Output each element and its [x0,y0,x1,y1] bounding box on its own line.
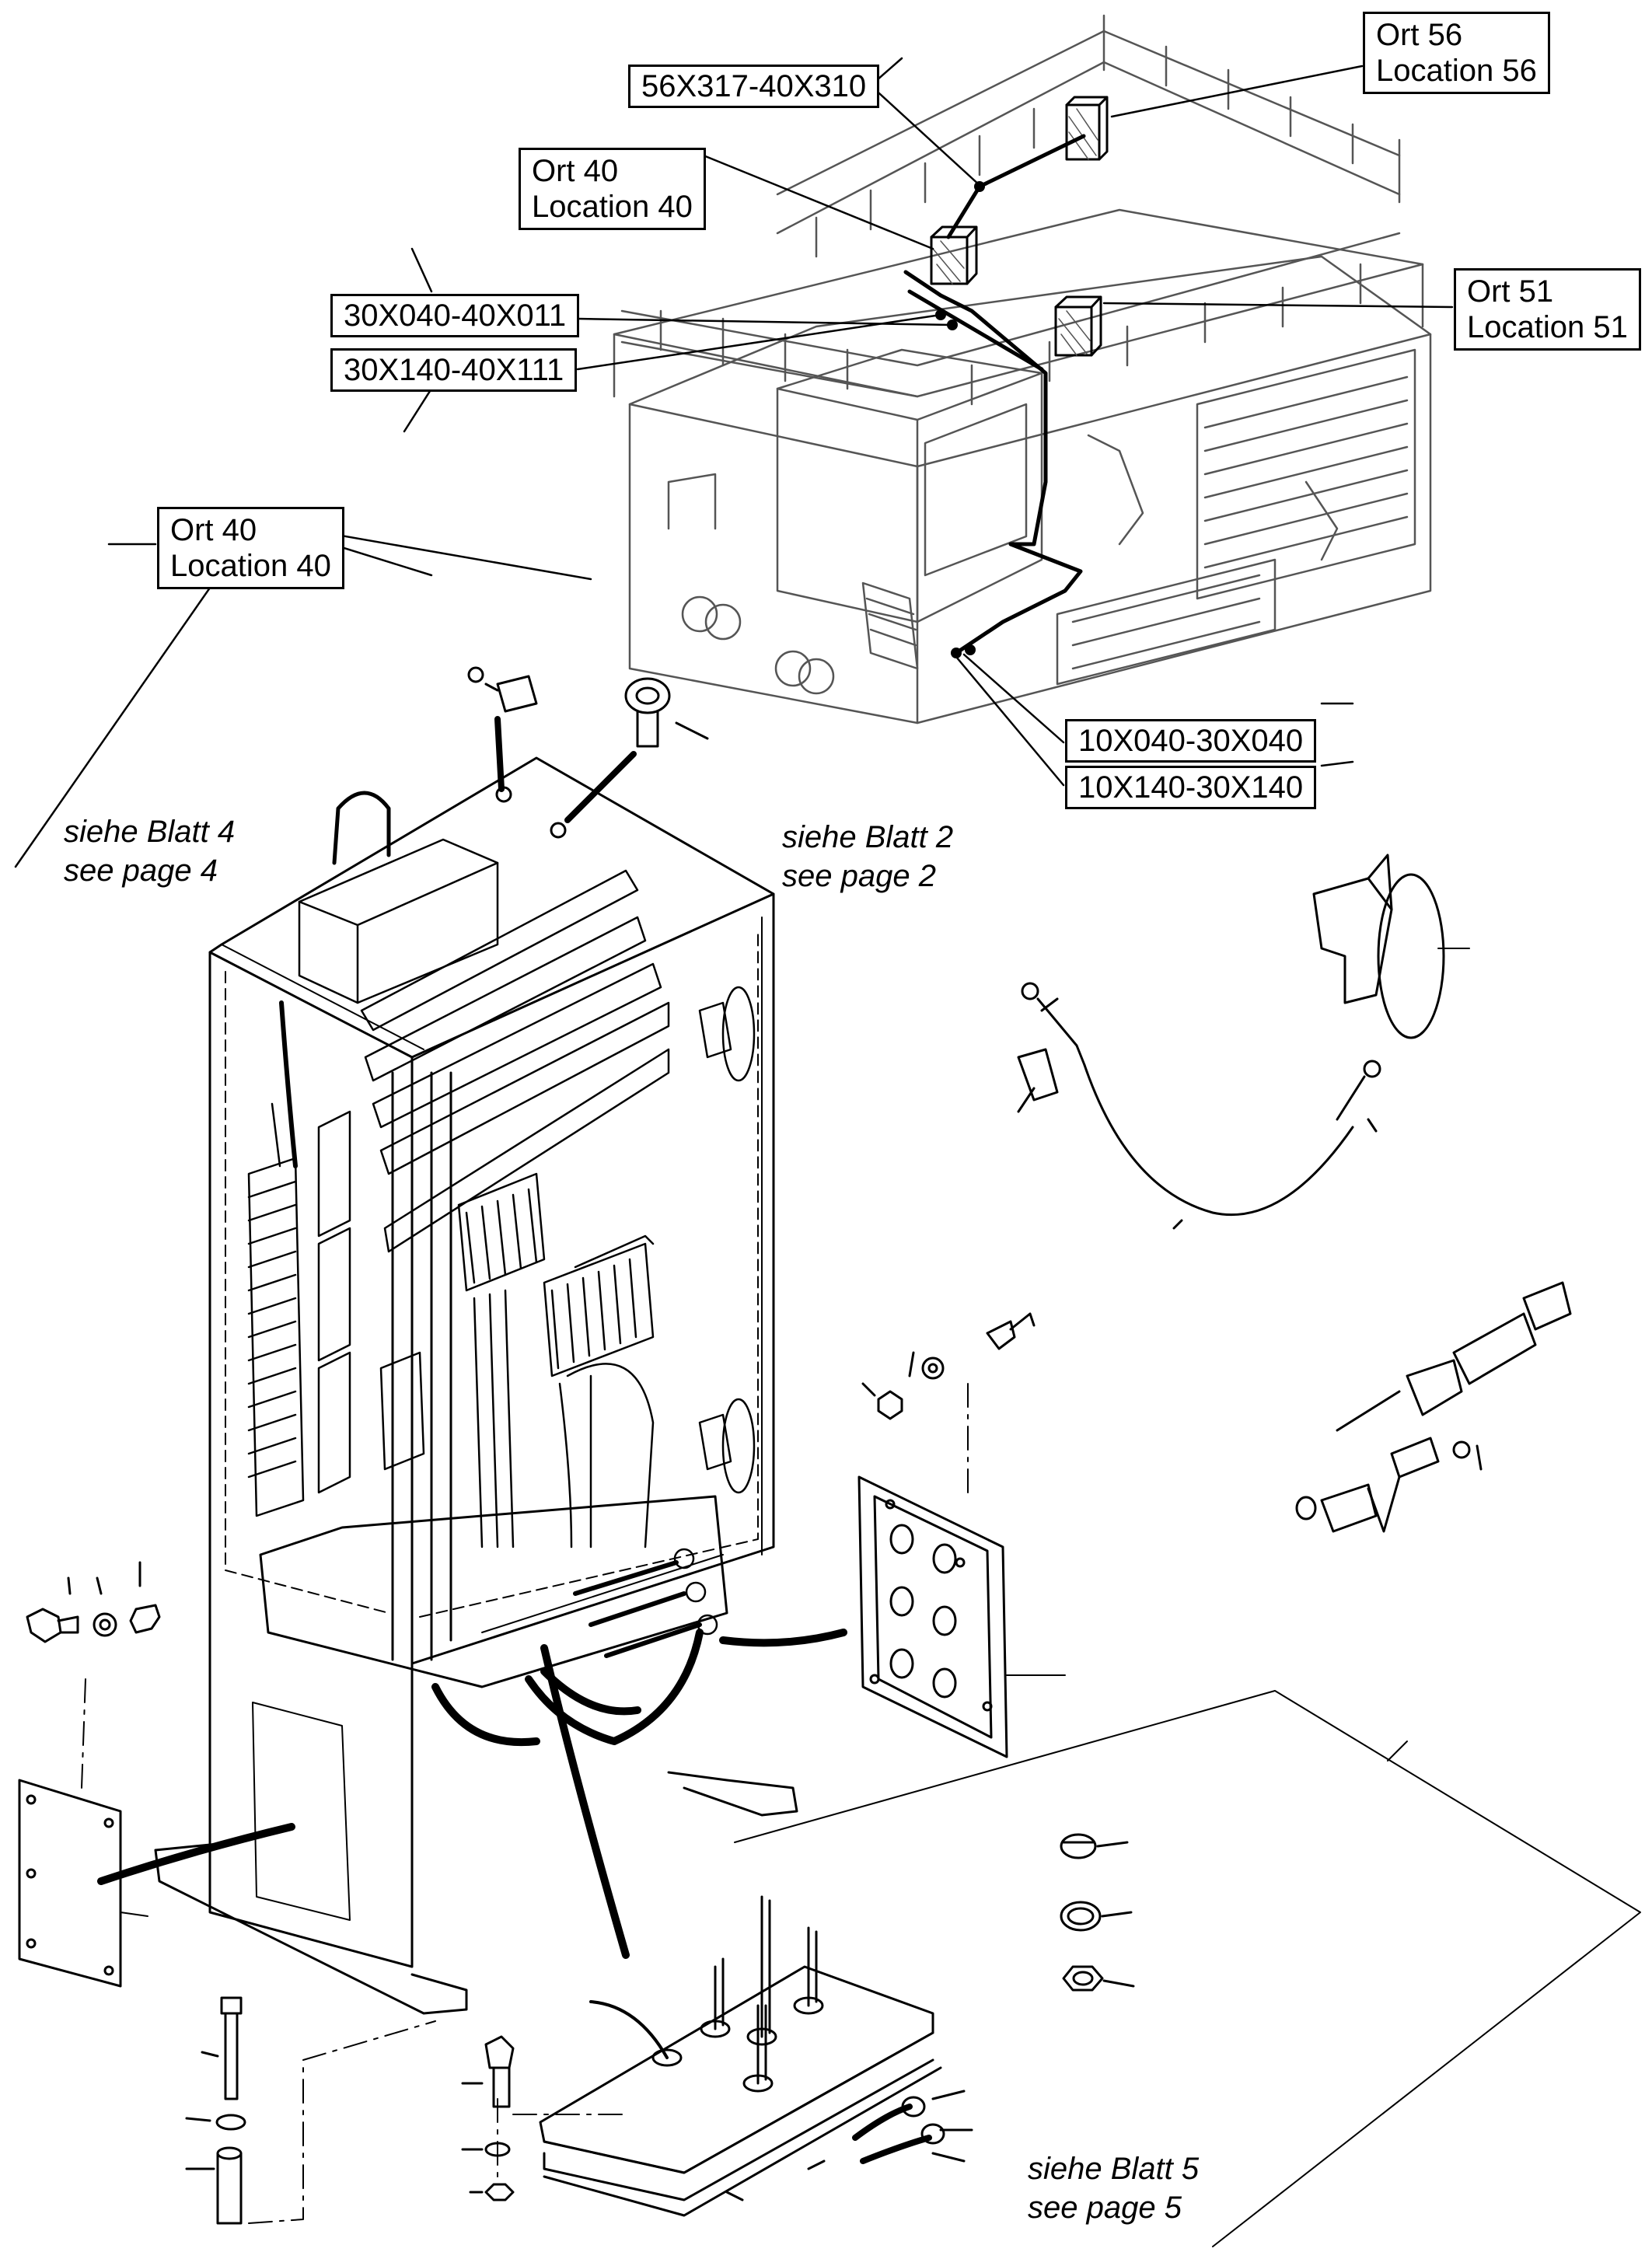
reference-line1: siehe Blatt 5 [1028,2152,1200,2186]
machine-overview [613,14,1432,724]
callout-location-51: Ort 51 Location 51 [1454,268,1641,351]
callout-location-56: Ort 56 Location 56 [1363,12,1550,94]
callout-location-40-top: Ort 40 Location 40 [519,148,706,230]
cable-label-c4: 10X040-30X040 [1065,719,1317,763]
cable-entry-plate [539,1895,973,2217]
location-box-51 [1054,295,1102,357]
dashdot-line [81,1678,86,1789]
bolt-stack [461,2035,623,2201]
bottom-bolt [185,1996,436,2225]
reference-line1: siehe Blatt 2 [782,820,954,854]
connector-plug [1295,1281,1572,1533]
cable-label-text: 10X140-30X140 [1078,770,1304,805]
cable-label-c2: 30X040-40X011 [330,294,580,337]
right-hardware [861,1312,1036,1420]
reference-page-5: siehe Blatt 5 see page 5 [1028,2149,1199,2227]
callout-location-40-main: Ort 40 Location 40 [157,507,344,589]
top-screw [467,666,538,713]
cable-label-text: 30X140-40X111 [344,353,564,387]
cable-label-text: 10X040-30X040 [1078,724,1304,758]
detail-frame [734,1690,1641,2247]
reference-line2: see page 5 [1028,2191,1182,2225]
latch-handle [1312,854,1470,1039]
cover-arrow [97,1823,295,1885]
callout-line1: Ort 56 [1376,18,1463,52]
cable-label-c1: 56X317-40X310 [628,65,880,108]
cable-label-text: 30X040-40X011 [344,299,567,333]
gland-plate [857,1475,1066,1758]
side-cover-plate [18,1779,148,1988]
cable-label-text: 56X317-40X310 [641,69,867,103]
location-box-40 [930,225,978,285]
cabinet-components [247,838,756,1747]
location-box-56 [1065,96,1109,161]
reference-line1: siehe Blatt 4 [64,815,236,849]
cable-label-c3: 30X140-40X111 [330,348,578,392]
callout-line1: Ort 40 [170,513,257,547]
cable-label-c5: 10X140-30X140 [1065,766,1317,809]
left-hardware [26,1561,161,1643]
ring-parts [1060,1833,1135,1992]
ground-cable [1017,982,1381,1230]
callout-line1: Ort 40 [532,154,619,188]
callout-line1: Ort 51 [1467,274,1554,309]
cabinet [154,756,798,2015]
gland-arrow [719,1629,847,1647]
reference-line2: see page 4 [64,854,218,888]
screw-drop-arrow [494,716,505,792]
callout-line2: Location 40 [532,190,693,224]
bottom-plate-arrow [540,1644,630,1959]
reference-page-4: siehe Blatt 4 see page 4 [64,812,235,890]
callout-line2: Location 51 [1467,310,1628,344]
cable-route [903,134,1086,655]
eyebolt-drop-arrow [564,751,637,823]
reference-page-2: siehe Blatt 2 see page 2 [782,818,953,896]
callout-line2: Location 40 [170,549,331,583]
eyebolt [624,677,709,748]
callout-line2: Location 56 [1376,54,1537,88]
reference-line2: see page 2 [782,859,936,893]
